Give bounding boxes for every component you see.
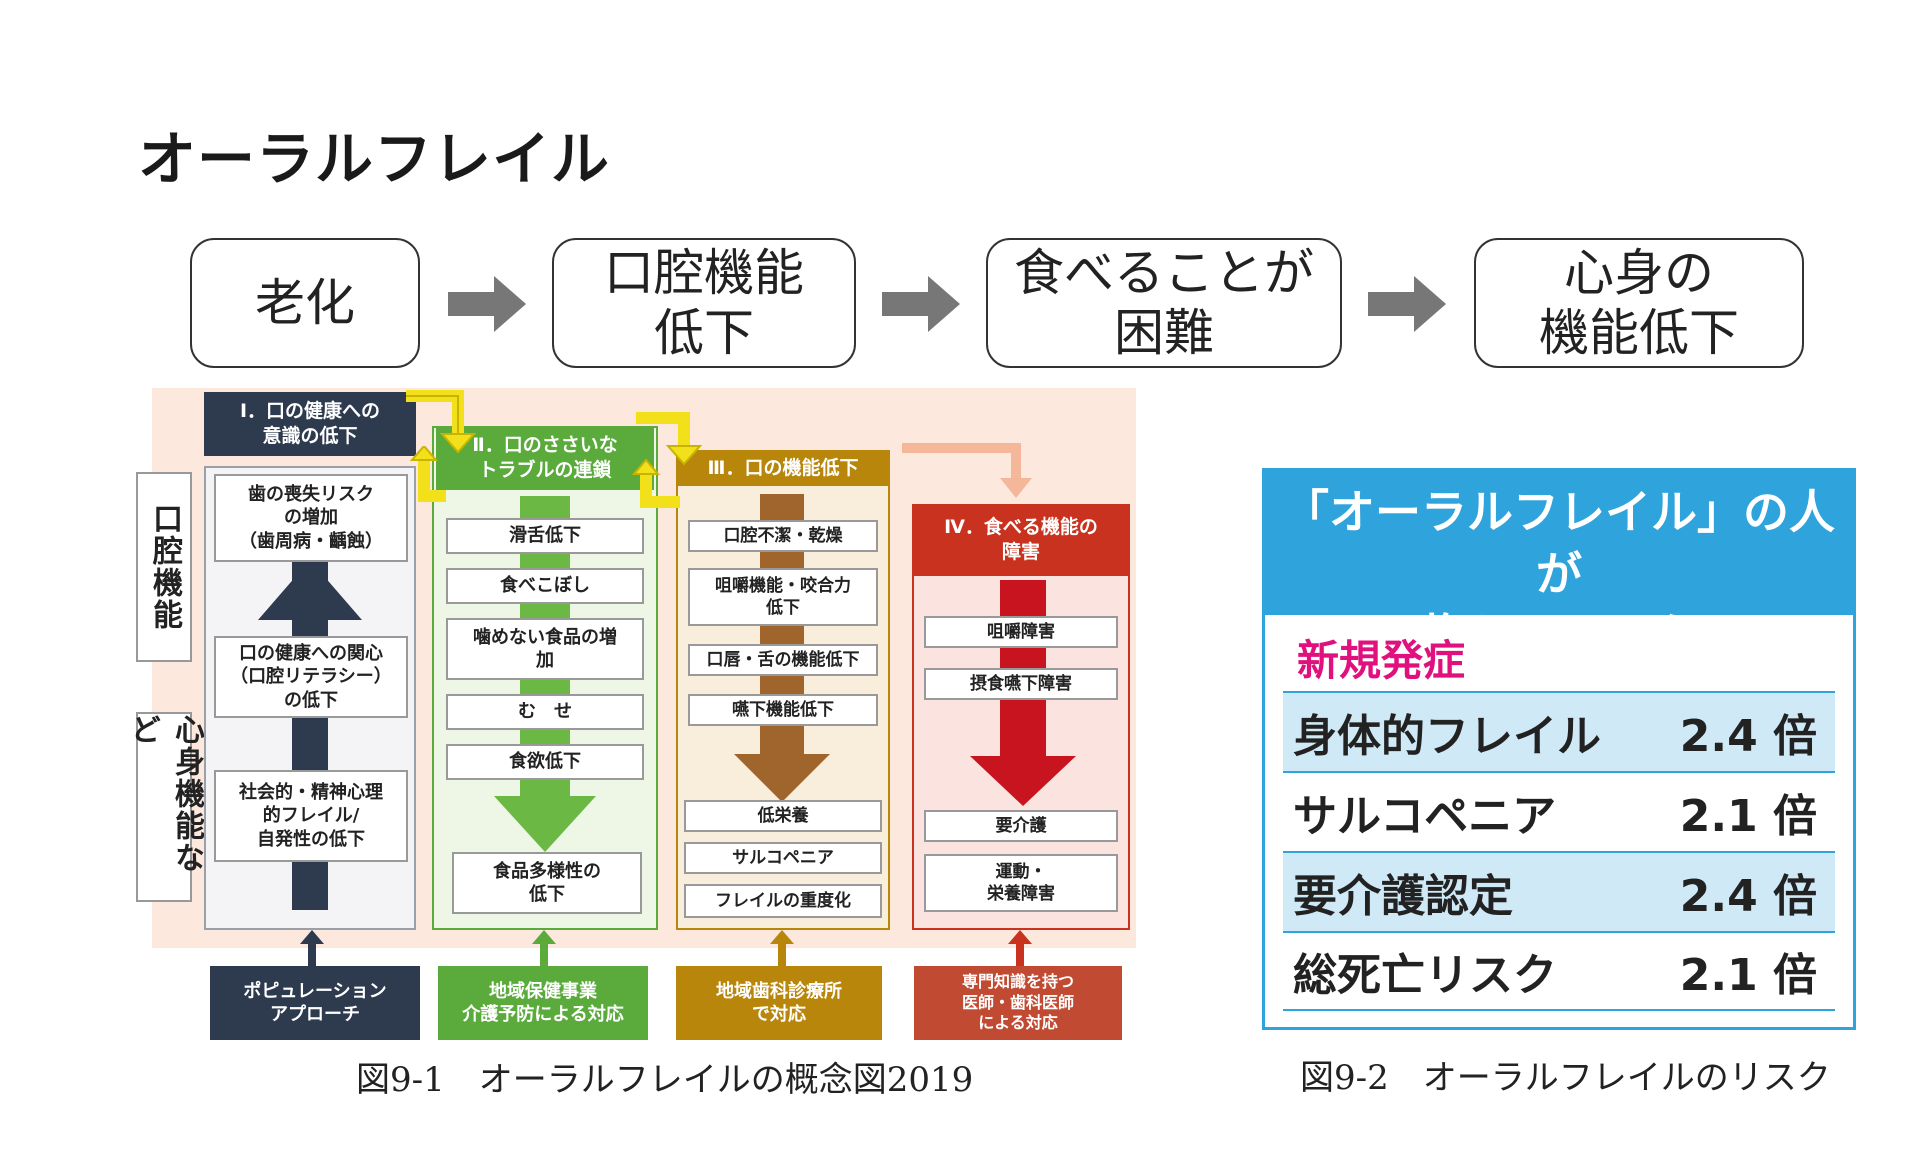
flow-step-eating-difficulty: 食べることが 困難 [986, 238, 1342, 368]
column-1-item: 口の健康への関心 （口腔リテラシー） の低下 [214, 636, 408, 718]
page-title: オーラルフレイル [138, 125, 611, 193]
column-1-header: Ⅰ．口の健康への 意識の低下 [204, 392, 416, 456]
flow-arrow-icon [1368, 276, 1446, 332]
side-label-oral-function: 口腔機能 [136, 472, 192, 662]
column-3-item: 低栄養 [684, 800, 882, 832]
up-arrow-icon [1008, 930, 1032, 970]
column-3-header: Ⅲ．口の機能低下 [676, 450, 890, 486]
column-3-footer: 地域歯科診療所 で対応 [676, 966, 882, 1040]
column-4-footer: 専門知識を持つ 医師・歯科医師 による対応 [914, 966, 1122, 1040]
risk-row-value: 2.4 倍 [1679, 711, 1817, 762]
risk-row: 身体的フレイル 2.4 倍 [1283, 691, 1835, 771]
column-2-item: 食欲低下 [446, 744, 644, 780]
down-arrow-icon [494, 796, 596, 852]
column-1-item: 社会的・精神心理 的フレイル/ 自発性の低下 [214, 770, 408, 862]
risk-row: 要介護認定 2.4 倍 [1283, 851, 1835, 931]
risk-row-label: 要介護認定 [1293, 871, 1513, 922]
down-arrow-icon [970, 756, 1076, 806]
risk-row-label: 総死亡リスク [1293, 950, 1557, 1001]
risk-row: サルコペニア 2.1 倍 [1283, 771, 1835, 851]
column-4-item: 運動・ 栄養障害 [924, 854, 1118, 912]
up-arrow-icon [770, 930, 794, 970]
down-arrow-icon [734, 754, 830, 802]
connector-arrow-icon [902, 443, 1032, 498]
column-2-footer: 地域保健事業 介護予防による対応 [438, 966, 648, 1040]
column-3-item: サルコペニア [684, 842, 882, 874]
column-2-item: 噛めない食品の増 加 [446, 618, 644, 680]
column-1-footer: ポピュレーション アプローチ [210, 966, 420, 1040]
column-3-item: 口唇・舌の機能低下 [688, 644, 878, 676]
column-2-item: 食品多様性の 低下 [452, 852, 642, 914]
column-3-item: 口腔不潔・乾燥 [688, 520, 878, 552]
column-4-item: 咀嚼障害 [924, 616, 1118, 648]
risk-row-label: サルコペニア [1293, 791, 1557, 842]
column-3-item: 嚥下機能低下 [688, 694, 878, 726]
risk-panel: 「オーラルフレイル」の人が 抱えるリスク 新規発症 身体的フレイル 2.4 倍 … [1262, 468, 1856, 1030]
column-4-header: Ⅳ．食べる機能の 障害 [912, 504, 1130, 576]
flow-step-physical-decline: 心身の 機能低下 [1474, 238, 1804, 368]
risk-panel-header: 「オーラルフレイル」の人が 抱えるリスク [1265, 471, 1853, 663]
up-arrow-icon [300, 930, 324, 970]
figure-caption-concept: 図9-1 オーラルフレイルの概念図2019 [356, 1060, 974, 1100]
column-2-item: 食べこぼし [446, 568, 644, 604]
connector-arrow-icon [406, 390, 477, 454]
flow-arrow-icon [882, 276, 960, 332]
risk-row-label: 身体的フレイル [1293, 711, 1601, 762]
connector-arrow-icon [410, 446, 446, 502]
risk-row-value: 2.1 倍 [1679, 791, 1817, 842]
figure-caption-risk: 図9-2 オーラルフレイルのリスク [1300, 1058, 1831, 1098]
side-label-physical-function: 心身機能など [125, 712, 204, 902]
column-4-item: 要介護 [924, 810, 1118, 842]
risk-row: 総死亡リスク 2.1 倍 [1283, 931, 1835, 1011]
column-1-item: 歯の喪失リスク の増加 （歯周病・齲蝕） [214, 474, 408, 562]
column-2-item: 滑舌低下 [446, 518, 644, 554]
risk-row-value: 2.4 倍 [1679, 871, 1817, 922]
column-3-item: フレイルの重度化 [684, 884, 882, 918]
up-arrow-icon [532, 930, 556, 970]
risk-row-value: 2.1 倍 [1679, 950, 1817, 1001]
flow-step-oral-decline: 口腔機能 低下 [552, 238, 856, 368]
column-4-item: 摂食嚥下障害 [924, 668, 1118, 700]
up-arrow-icon [258, 560, 362, 620]
flow-step-aging: 老化 [190, 238, 420, 368]
column-2-item: む せ [446, 694, 644, 730]
risk-panel-subheader: 新規発症 [1297, 636, 1466, 685]
column-3-item: 咀嚼機能・咬合力 低下 [688, 568, 878, 626]
connector-arrow-icon [631, 412, 703, 508]
flow-arrow-icon [448, 276, 526, 332]
